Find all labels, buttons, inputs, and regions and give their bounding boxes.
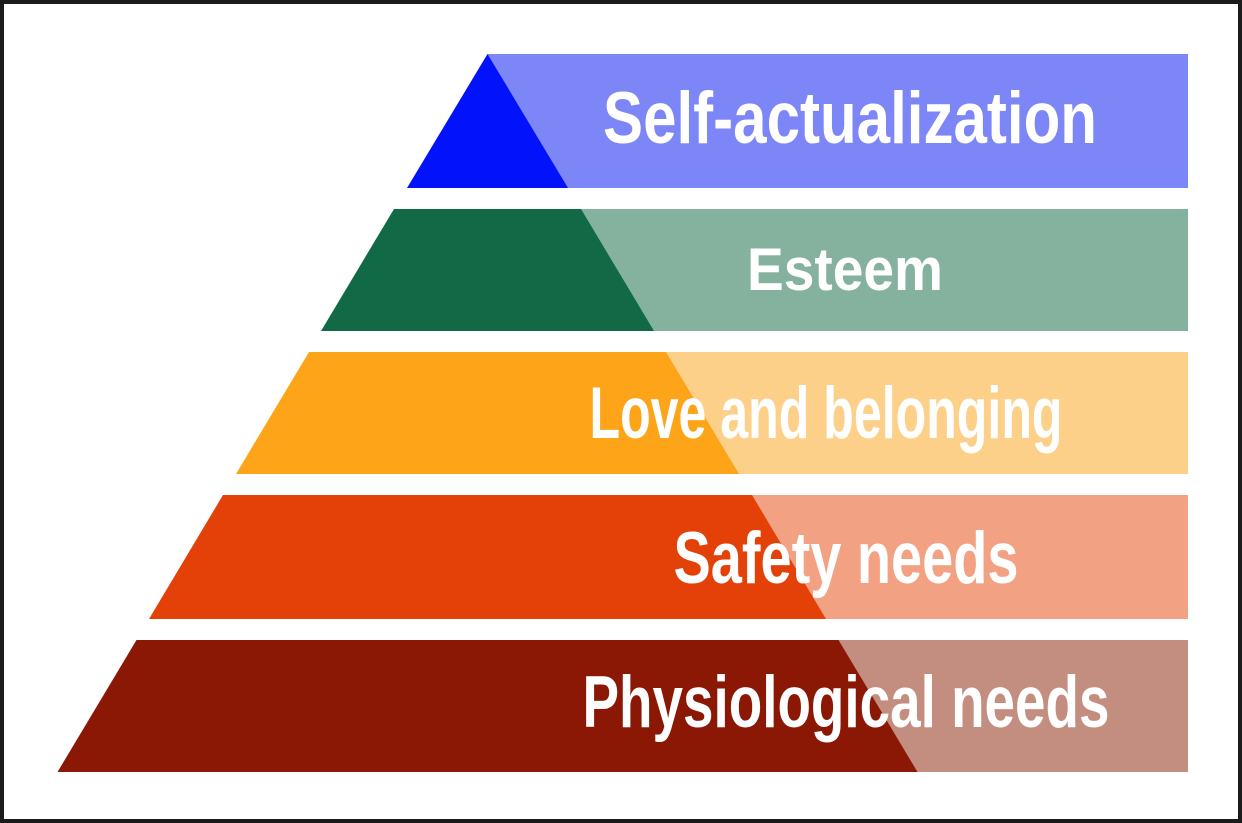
level-band-safety-needs bbox=[752, 495, 1188, 619]
level-shape-self-actualization bbox=[407, 54, 568, 188]
pyramid-level-esteem: Esteem bbox=[321, 209, 1188, 331]
level-label-physiological-needs: Physiological needs bbox=[583, 662, 1110, 743]
level-shape-physiological-needs bbox=[57, 640, 918, 772]
pyramid-level-self-actualization: Self-actualization bbox=[407, 54, 1188, 188]
level-label-love-and-belonging: Love and belonging bbox=[590, 373, 1063, 454]
level-band-esteem bbox=[581, 209, 1188, 331]
level-shape-love-and-belonging bbox=[236, 352, 739, 474]
level-label-esteem: Esteem bbox=[747, 236, 943, 303]
level-shape-esteem bbox=[321, 209, 654, 331]
level-label-safety-needs: Safety needs bbox=[674, 518, 1019, 599]
pyramid-level-safety-needs: Safety needs bbox=[149, 495, 1188, 619]
level-band-self-actualization bbox=[487, 54, 1188, 188]
pyramid-level-physiological-needs: Physiological needs bbox=[57, 640, 1188, 772]
level-band-love-and-belonging bbox=[666, 352, 1188, 474]
level-label-self-actualization: Self-actualization bbox=[603, 78, 1097, 159]
pyramid-level-love-and-belonging: Love and belonging bbox=[236, 352, 1188, 474]
level-shape-safety-needs bbox=[149, 495, 826, 619]
